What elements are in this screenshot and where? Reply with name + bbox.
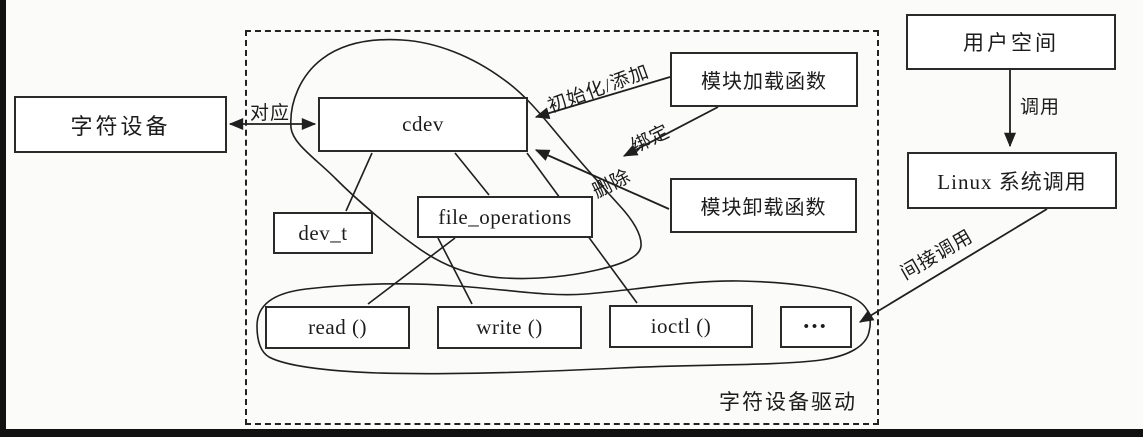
user-space-box: 用户空间	[906, 14, 1116, 70]
call-edge-label: 调用	[1020, 97, 1061, 118]
cdev-label: cdev	[402, 112, 444, 136]
edge-cdev-devt	[345, 152, 373, 212]
read-box: read ()	[265, 306, 410, 349]
ioctl-box: ioctl ()	[609, 305, 753, 348]
ioctl-label: ioctl ()	[650, 314, 712, 338]
char-device-driver-container	[245, 30, 879, 425]
module-load-label: 模块加载函数	[701, 71, 827, 93]
char-device-box: 字符设备	[14, 96, 227, 153]
arrow-indirect-call	[858, 208, 1048, 323]
module-unload-label: 模块卸载函数	[700, 197, 827, 219]
edge-fileops-write	[437, 237, 473, 305]
edge-cdev-fileops	[454, 152, 490, 196]
write-label: write ()	[476, 315, 543, 339]
linux-syscall-box: Linux 系统调用	[907, 152, 1117, 209]
module-unload-box: 模块卸载函数	[670, 178, 857, 233]
cdev-box: cdev	[318, 97, 528, 152]
module-load-box: 模块加载函数	[670, 52, 858, 107]
arrow-bind	[622, 106, 719, 157]
cdev-struct-blob	[290, 38, 642, 280]
arrow-delete	[534, 149, 670, 210]
arrow-init-add	[534, 76, 671, 119]
correspond-edge-label: 对应	[250, 103, 291, 124]
dev-t-box: dev_t	[273, 212, 373, 254]
scan-edge-bottom	[0, 429, 1143, 437]
more-operations-box: •••	[780, 306, 852, 348]
read-label: read ()	[308, 315, 367, 339]
dev-t-label: dev_t	[298, 220, 348, 245]
scan-edge-left	[0, 0, 6, 437]
char-device-label: 字符设备	[70, 113, 171, 139]
linux-syscall-label: Linux 系统调用	[937, 169, 1087, 194]
file-operations-label: file_operations	[438, 204, 572, 229]
write-box: write ()	[437, 306, 582, 349]
user-space-label: 用户空间	[963, 31, 1059, 55]
ellipsis-label: •••	[803, 318, 829, 335]
file-operations-box: file_operations	[417, 196, 593, 238]
edge-fileops-read	[367, 237, 456, 305]
char-device-driver-caption: 字符设备驱动	[719, 390, 857, 414]
